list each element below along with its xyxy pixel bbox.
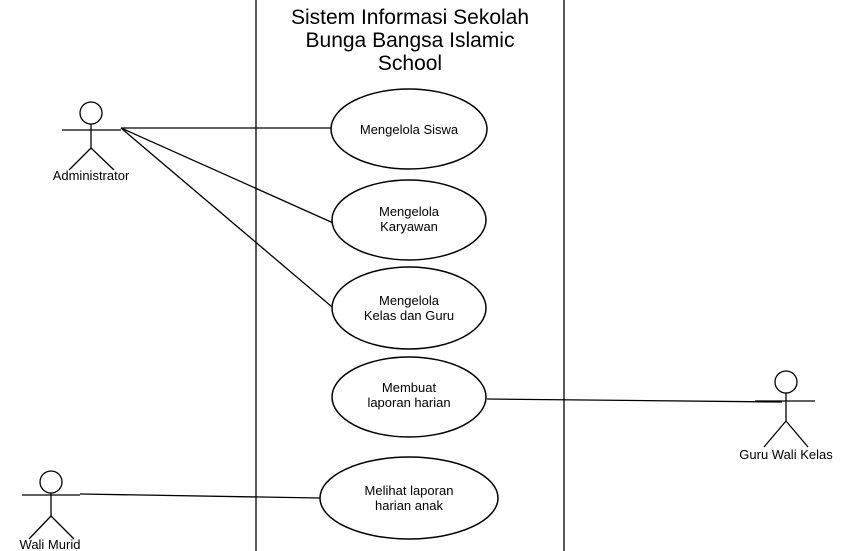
association-wali-lihat <box>79 493 321 499</box>
association-guru-laporan <box>486 398 783 403</box>
actor-label: Administrator <box>53 168 130 183</box>
system-title-line-3: School <box>378 52 442 75</box>
association-admin-kelas <box>120 127 339 313</box>
system-boundary: Sistem Informasi Sekolah Bunga Bangsa Is… <box>255 0 565 551</box>
use-case-label: Melihat laporan <box>365 483 454 498</box>
use-case-label: Karyawan <box>380 219 438 234</box>
use-case-label: Mengelola <box>379 204 440 219</box>
stick-figure-icon <box>62 101 121 171</box>
actor-label: Guru Wali Kelas <box>739 447 833 462</box>
use-case-label: laporan harian <box>367 395 450 410</box>
association-admin-karyawan <box>120 127 341 227</box>
stick-figure-icon <box>22 470 80 540</box>
use-case-label: harian anak <box>375 498 443 513</box>
actor-label: Wali Murid <box>20 537 81 551</box>
use-case-label: Mengelola <box>379 293 440 308</box>
actor-guru-wali-kelas[interactable]: Guru Wali Kelas <box>739 370 833 462</box>
actor-wali-murid[interactable]: Wali Murid <box>20 470 81 551</box>
actor-administrator[interactable]: Administrator <box>53 101 130 183</box>
associations <box>79 127 783 499</box>
use-case-melihat-laporan-harian-anak[interactable]: Melihat laporan harian anak <box>319 456 499 540</box>
system-title-line-2: Bunga Bangsa Islamic <box>306 29 515 52</box>
use-case-label: Membuat <box>382 380 437 395</box>
use-case-label: Kelas dan Guru <box>364 308 454 323</box>
system-title-line-1: Sistem Informasi Sekolah <box>291 6 529 29</box>
stick-figure-icon <box>755 370 815 448</box>
use-case-mengelola-karyawan[interactable]: Mengelola Karyawan <box>331 179 487 261</box>
use-case-mengelola-siswa[interactable]: Mengelola Siswa <box>330 88 488 170</box>
use-case-label: Mengelola Siswa <box>360 122 459 137</box>
use-case-mengelola-kelas-dan-guru[interactable]: Mengelola Kelas dan Guru <box>331 266 487 350</box>
use-case-membuat-laporan-harian[interactable]: Membuat laporan harian <box>331 356 487 438</box>
